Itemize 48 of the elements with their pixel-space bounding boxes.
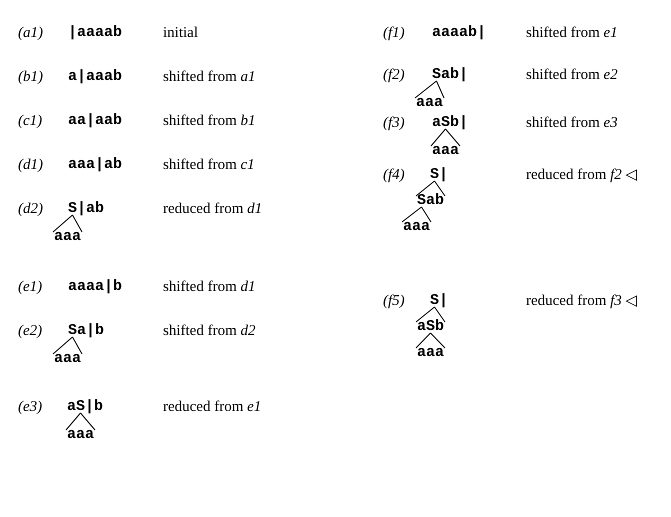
subtree-string: aaa [54,228,82,246]
stack-string: |aaaab [68,24,122,42]
step-label: (a1) [18,24,43,42]
step-description: shifted from e3 [526,114,618,132]
stack-string: aaa|ab [68,156,122,174]
stack-string: a|aaab [68,68,122,86]
step-label: (c1) [18,112,42,130]
stack-string: S| [430,166,448,184]
stack-string: aaaa|b [68,278,122,296]
step-description: shifted from e1 [526,24,618,42]
stack-string: Sab| [432,66,468,84]
stack-string: aS|b [67,398,104,416]
stack-string: aa|aab [68,112,122,130]
step-description: reduced from f2 ◁ [526,166,638,184]
subtree-string: aaa [416,94,444,112]
step-label: (e3) [18,398,42,416]
subtree-string: Sab [417,192,444,210]
step-description: reduced from e1 [163,398,262,416]
step-description: reduced from d1 [163,200,262,218]
step-label: (d1) [18,156,43,174]
step-description: shifted from d1 [163,278,256,296]
step-label: (f3) [383,114,405,132]
step-description: shifted from e2 [526,66,618,84]
step-label: (e2) [18,322,42,340]
stack-string: S| [430,292,448,310]
subtree-string: aaa [54,350,82,368]
stack-string: aaaab| [432,24,486,42]
step-label: (f1) [383,24,405,42]
subtree-string: aaa [403,218,430,236]
step-label: (d2) [18,200,43,218]
step-label: (f2) [383,66,405,84]
step-description: reduced from f3 ◁ [526,292,638,310]
step-description: shifted from a1 [163,68,256,86]
step-description: shifted from d2 [163,322,256,340]
step-description: initial [163,24,198,42]
step-label: (b1) [18,68,43,86]
subtree-string: aaa [417,344,444,362]
stack-string: Sa|b [68,322,104,340]
step-label: (f5) [383,292,405,310]
step-description: shifted from b1 [163,112,256,130]
stack-string: S|ab [68,200,104,218]
subtree-string: aSb [417,318,444,336]
stack-string: aSb| [432,114,468,132]
step-label: (e1) [18,278,42,296]
step-label: (f4) [383,166,405,184]
step-description: shifted from c1 [163,156,255,174]
subtree-string: aaa [432,142,460,160]
subtree-string: aaa [67,426,94,444]
